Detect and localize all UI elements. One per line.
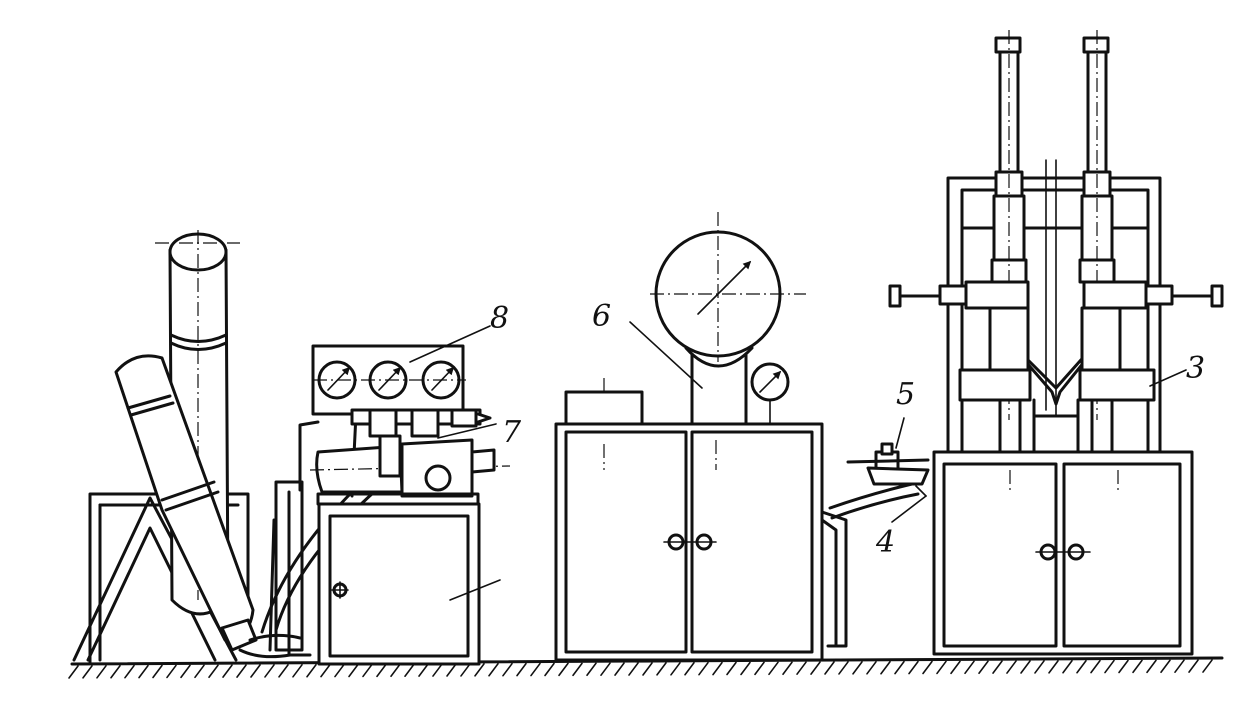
valve-5 (846, 417, 930, 523)
label-6: 6 (592, 299, 611, 334)
central-cabinet (554, 378, 824, 662)
tilted-gas-cylinder (114, 354, 258, 652)
press-column-right (1078, 30, 1224, 454)
label-3: 3 (1186, 351, 1205, 386)
press-column-left (888, 30, 1032, 454)
label-8: 8 (490, 301, 509, 336)
main-pressure-gauge-6 (629, 212, 806, 426)
press-base-cabinet (932, 450, 1194, 656)
hydraulic-line (820, 482, 920, 648)
label-7: 7 (502, 415, 522, 450)
label-4: 4 (875, 525, 895, 560)
press-frame (946, 159, 1162, 454)
control-unit-7 (309, 325, 511, 666)
part-labels: 3 4 5 6 7 8 (490, 299, 1205, 560)
gauge-panel-8 (311, 344, 466, 416)
label-5: 5 (896, 377, 915, 412)
